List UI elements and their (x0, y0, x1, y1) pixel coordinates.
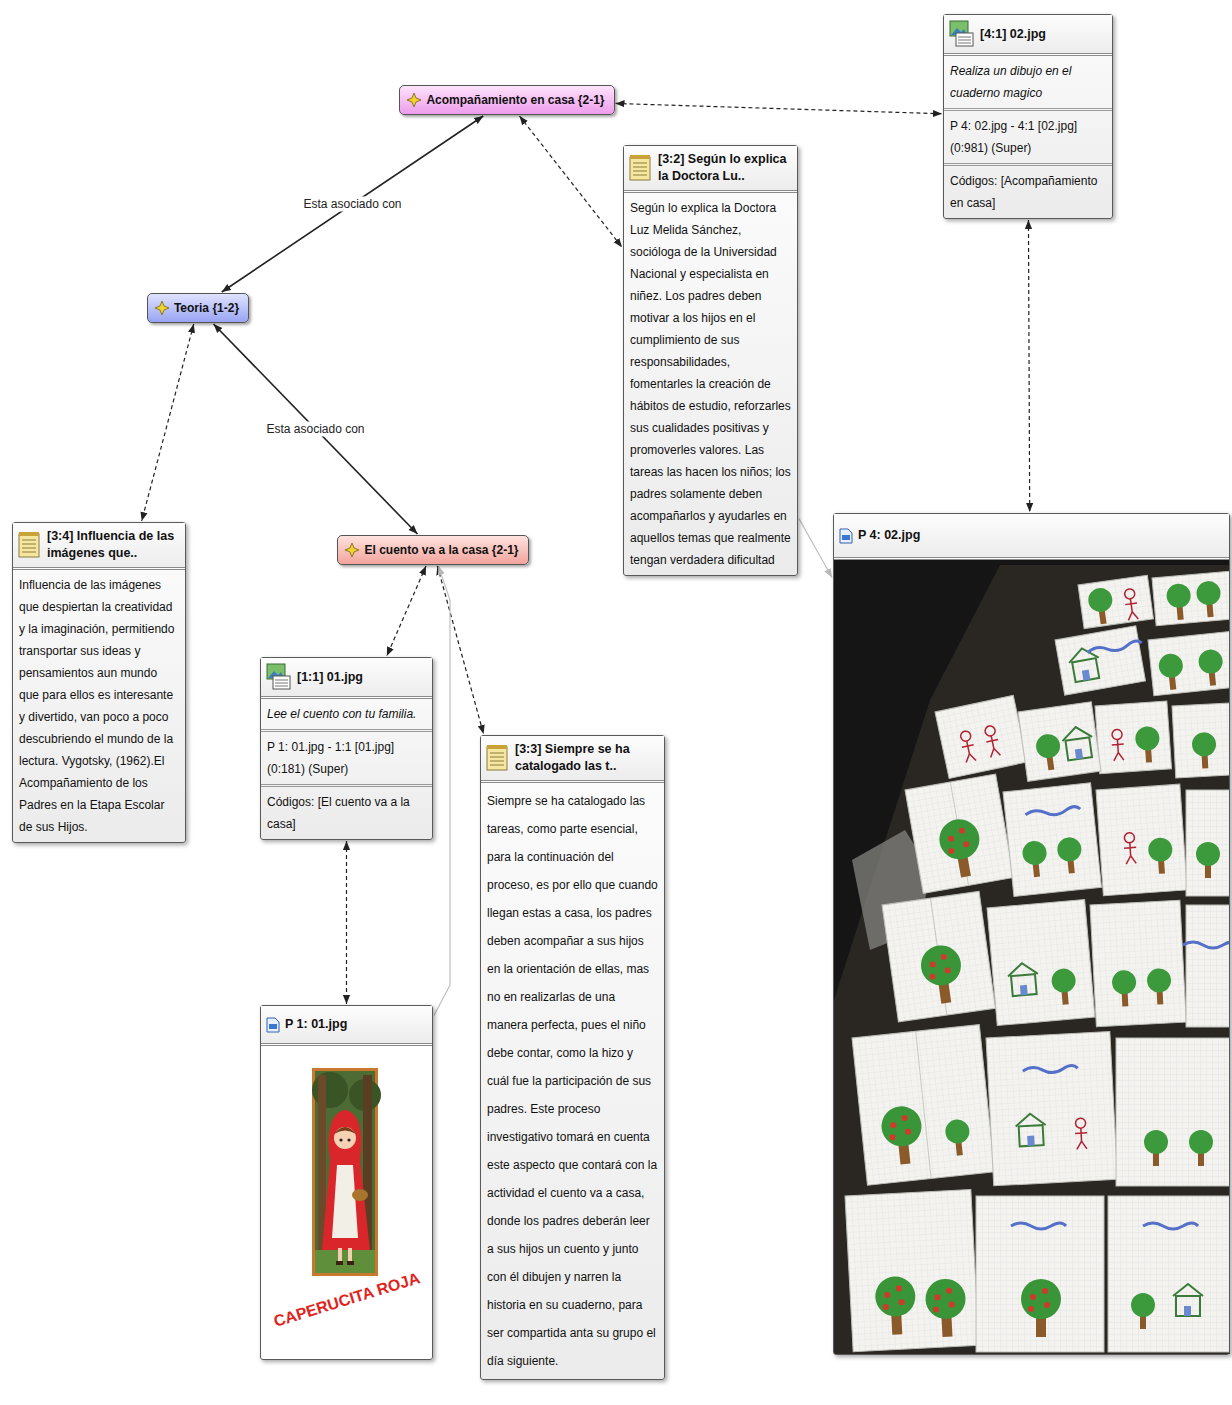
box-title: P 1: 01.jpg (285, 1016, 347, 1033)
code-box: El cuento va a la casa {2-1} (337, 535, 528, 565)
code-icon (154, 300, 170, 316)
source-info: P 1: 01.jpg - 1:1 [01.jpg] (0:181) (Supe… (261, 732, 432, 787)
source-info: P 4: 02.jpg - 4:1 [02.jpg] (0:981) (Supe… (944, 111, 1112, 166)
code-icon (406, 92, 422, 108)
code-label: Acompañamiento en casa {2-1} (426, 92, 604, 108)
box-header: [3:4] Influencia de las imágenes que.. (13, 523, 185, 570)
memo-text: Según lo explica la Doctora Luz Melida S… (624, 193, 797, 575)
notebooks-photo (834, 559, 1230, 1354)
memo-text: Siempre se ha catalogado las tareas, com… (481, 783, 664, 1379)
quote-icon (949, 20, 975, 48)
quotation-text: Realiza un dibujo en el cuaderno magico (944, 56, 1112, 111)
quotation-text: Lee el cuento con tu familia. (261, 699, 432, 732)
memo-icon (18, 531, 42, 559)
relation-label: Esta asociado con (263, 422, 367, 437)
code-label: El cuento va a la casa {2-1} (364, 542, 518, 558)
box-title: [3:2] Según lo explica la Doctora Lu.. (658, 151, 792, 185)
code-box: Teoria {1-2} (147, 293, 249, 323)
memo-icon (486, 744, 510, 772)
code-label: Teoria {1-2} (174, 300, 239, 316)
codes-info: Códigos: [El cuento va a la casa] (261, 787, 432, 839)
memo-box: [3:2] Según lo explica la Doctora Lu.. Se… (623, 145, 798, 576)
association-line (616, 103, 942, 113)
memo-box: [3:4] Influencia de las imágenes que.. In… (12, 522, 186, 843)
association-line (519, 116, 622, 247)
box-title: [3:4] Influencia de las imágenes que.. (47, 528, 180, 562)
codes-info: Códigos: [Acompañamiento en casa] (944, 166, 1112, 218)
box-header: [3:3] Siempre se ha catalogado las t.. (481, 736, 664, 783)
box-title: [4:1] 02.jpg (980, 26, 1046, 43)
quotation-box: [1:1] 01.jpgLee el cuento con tu familia… (260, 657, 433, 840)
box-title: [3:3] Siempre se ha catalogado las t.. (515, 741, 659, 775)
link-line (434, 566, 450, 1016)
document-box: P 4: 02.jpg (833, 513, 1230, 1355)
association-line (346, 841, 347, 1004)
box-header: P 1: 01.jpg (261, 1006, 432, 1046)
link-line (799, 519, 832, 578)
memo-box: [3:3] Siempre se ha catalogado las t.. Si… (480, 735, 665, 1380)
association-line (387, 566, 426, 656)
quotation-box: [4:1] 02.jpgRealiza un dibujo en el cuad… (943, 14, 1113, 219)
association-line (1028, 220, 1029, 512)
red-riding-hood-picture (312, 1068, 381, 1276)
association-line (437, 566, 483, 734)
memo-text: Influencia de las imágenes que despierta… (13, 570, 185, 842)
image-icon (266, 1017, 280, 1033)
box-header: [3:2] Según lo explica la Doctora Lu.. (624, 146, 797, 193)
code-icon (344, 542, 360, 558)
box-header: [1:1] 01.jpg (261, 658, 432, 699)
code-box: Acompañamiento en casa {2-1} (399, 85, 614, 115)
association-line (142, 324, 194, 521)
relation-label: Esta asociado con (300, 197, 404, 212)
relation-line (214, 324, 418, 534)
box-header: P 4: 02.jpg (834, 514, 1229, 560)
memo-icon (629, 154, 653, 182)
box-header: [4:1] 02.jpg (944, 15, 1112, 56)
image-icon (839, 528, 853, 544)
picture-title: CAPERUCITA ROJA (272, 1269, 423, 1331)
relation-line (222, 116, 483, 292)
box-title: P 4: 02.jpg (858, 527, 920, 544)
quote-icon (266, 663, 292, 691)
box-title: [1:1] 01.jpg (297, 669, 363, 686)
